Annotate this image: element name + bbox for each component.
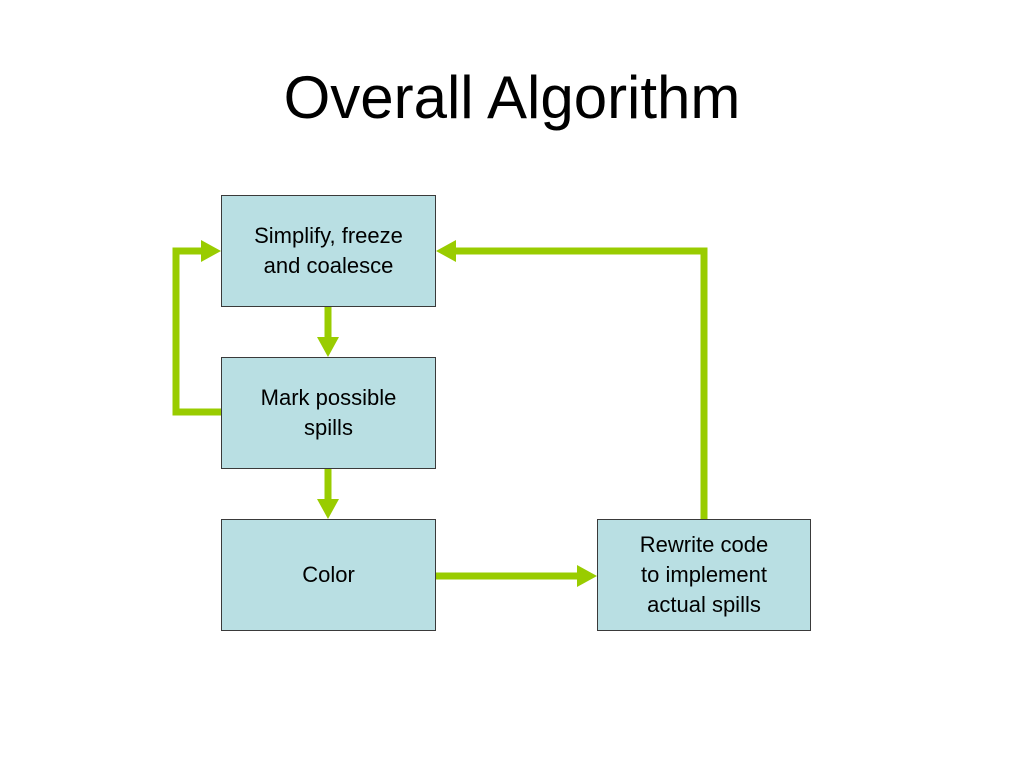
- arrow-rewrite-to-simplify: [436, 240, 708, 519]
- arrow-mark-to-simplify: [172, 240, 221, 416]
- arrow-simplify-to-mark: [317, 307, 339, 357]
- node-rewrite-code: Rewrite code to implement actual spills: [597, 519, 811, 631]
- arrow-mark-to-color: [317, 469, 339, 519]
- node-mark-possible-spills: Mark possible spills: [221, 357, 436, 469]
- node-simplify-freeze-coalesce: Simplify, freeze and coalesce: [221, 195, 436, 307]
- arrow-color-to-rewrite: [436, 565, 597, 587]
- slide-title: Overall Algorithm: [283, 64, 741, 131]
- node-color: Color: [221, 519, 436, 631]
